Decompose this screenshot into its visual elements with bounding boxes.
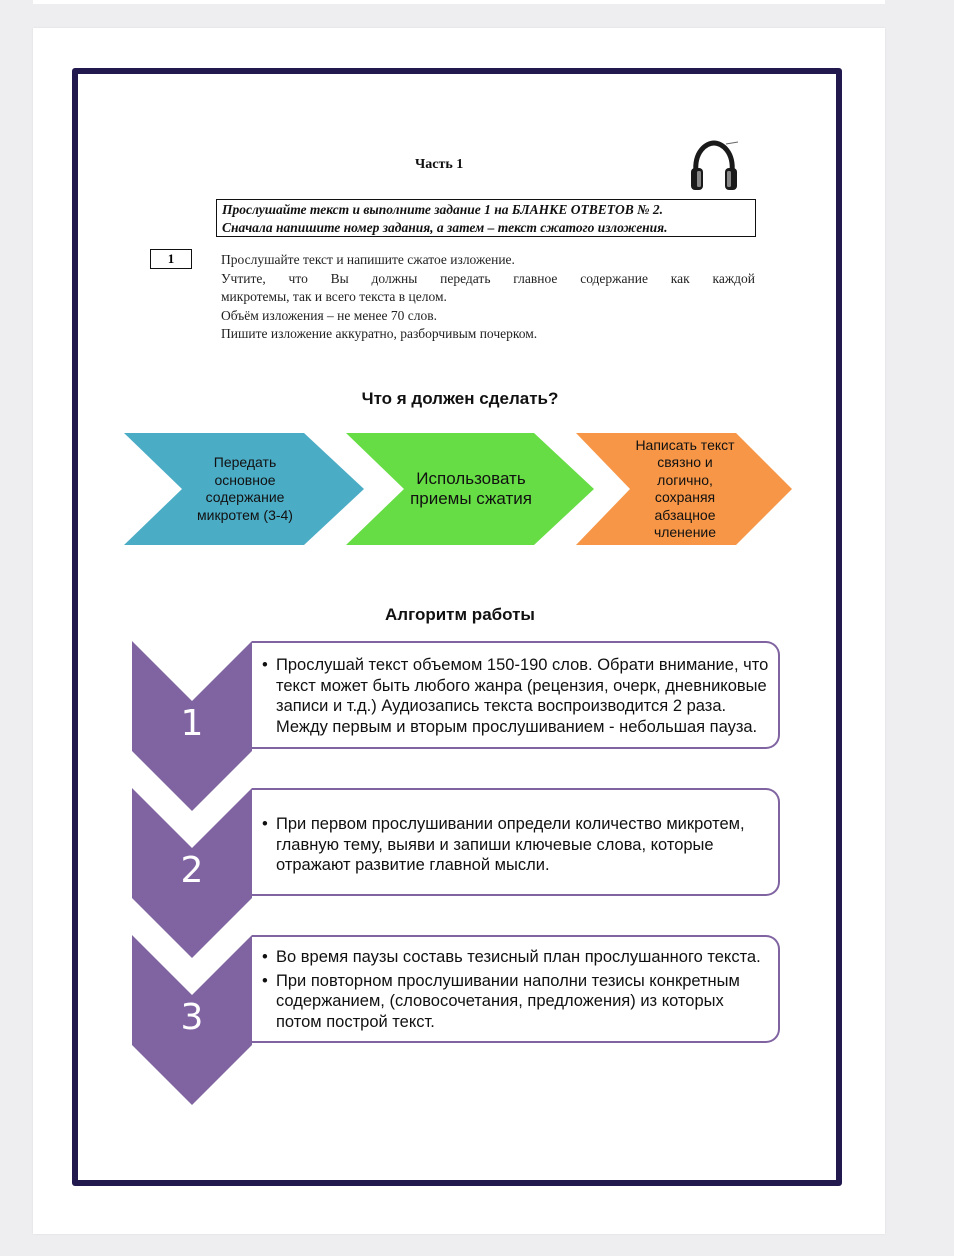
chevron-arrow-1: Передать основное содержание микротем (3…	[124, 433, 364, 545]
step-3-bullets: Во время паузы составь тезисный план про…	[262, 947, 772, 1032]
previous-page-edge	[33, 0, 885, 4]
step-3-box: Во время паузы составь тезисный план про…	[252, 935, 780, 1043]
instruction-line-2: Сначала напишите номер задания, а затем …	[222, 220, 668, 235]
step-1-number: 1	[180, 703, 204, 744]
instruction-box: Прослушайте текст и выполните задание 1 …	[216, 199, 756, 237]
task-line: микротемы, так и всего текста в целом.	[221, 289, 447, 304]
step-2-bullets: При первом прослушивании определи количе…	[262, 814, 772, 876]
step-bullet: Во время паузы составь тезисный план про…	[262, 947, 772, 968]
step-3-chevron	[132, 935, 252, 1105]
chevron-label: Написать текст связно и логично, сохраня…	[635, 436, 735, 541]
chevron-arrow-3: Написать текст связно и логично, сохраня…	[576, 433, 792, 545]
what-to-do-heading: Что я должен сделать?	[361, 389, 559, 408]
task-line: Пишите изложение аккуратно, разборчивым …	[221, 326, 538, 341]
instruction-line-1: Прослушайте текст и выполните задание 1 …	[222, 202, 663, 217]
chevron-label: Передать основное содержание микротем (3…	[197, 454, 293, 523]
task-line: Учтите, что Вы должны передать главное с…	[221, 270, 755, 286]
task-line: Объём изложения – не менее 70 слов.	[221, 307, 437, 323]
chevron-shape	[576, 433, 792, 545]
step-1-box: Прослушай текст объемом 150-190 слов. Об…	[252, 641, 780, 749]
page-frame	[72, 68, 842, 1186]
step-2-chevron	[132, 788, 252, 958]
step-bullet: При первом прослушивании определи количе…	[262, 814, 772, 876]
step-bullet: При повторном прослушивании наполни тези…	[262, 971, 772, 1033]
chevron-shape	[124, 433, 364, 545]
task-number: 1	[150, 249, 192, 269]
task-text: Прослушайте текст и напишите сжатое изло…	[221, 251, 755, 344]
algorithm-heading: Алгоритм работы	[385, 605, 535, 624]
task-line: Прослушайте текст и напишите сжатое изло…	[221, 252, 515, 267]
chevron-arrow-2: Использовать приемы сжатия	[346, 433, 594, 545]
step-2-box: При первом прослушивании определи количе…	[252, 788, 780, 896]
part-title: Часть 1	[415, 157, 464, 172]
step-1-chevron	[132, 641, 252, 811]
step-3-number: 3	[180, 997, 204, 1038]
step-1-bullets: Прослушай текст объемом 150-190 слов. Об…	[262, 655, 772, 737]
step-2-number: 2	[180, 850, 204, 891]
headphones-icon	[691, 140, 739, 190]
chevron-shape	[346, 433, 594, 545]
step-bullet: Прослушай текст объемом 150-190 слов. Об…	[262, 655, 772, 737]
chevron-label: Использовать приемы сжатия	[410, 469, 532, 508]
